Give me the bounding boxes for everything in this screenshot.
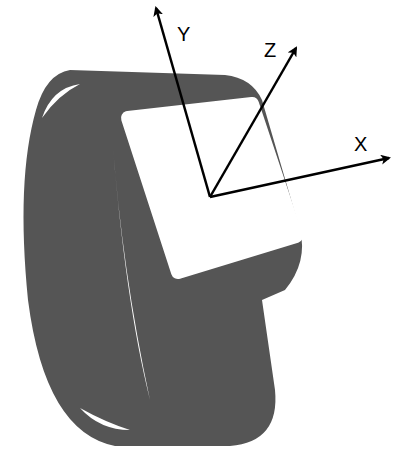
y-axis [156,8,210,197]
band-highlight [80,408,130,430]
band-highlight [42,84,80,118]
watch-face [128,104,296,272]
axis-label: X [354,134,367,154]
axis-label: Y [177,24,190,44]
axis-label: Z [264,40,276,60]
watch-band [24,70,303,446]
z-axis [210,48,296,197]
x-axis [210,158,389,197]
